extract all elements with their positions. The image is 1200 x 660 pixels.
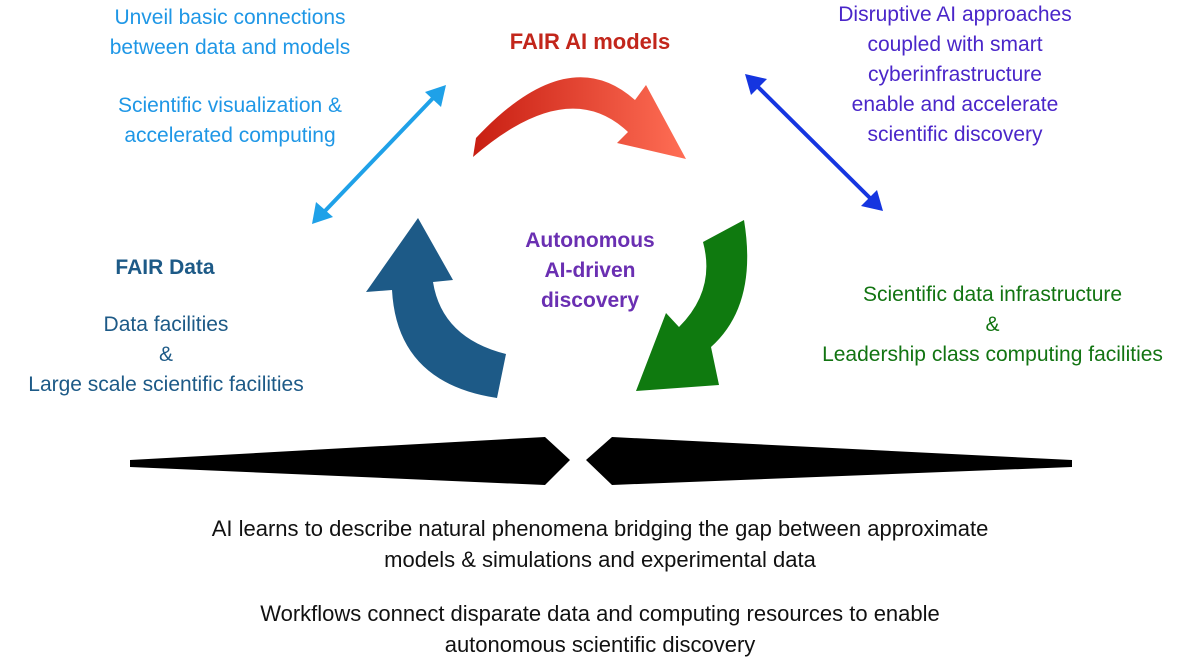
bottom-paragraph-2-line-1: Workflows connect disparate data and com… bbox=[260, 601, 940, 626]
top-left-subcaption: Scientific visualization & accelerated c… bbox=[70, 91, 390, 151]
green-cycle-arrow bbox=[636, 220, 748, 391]
bottom-paragraph-1-line-1: AI learns to describe natural phenomena … bbox=[211, 516, 989, 541]
center-label: Autonomous AI-driven discovery bbox=[490, 226, 690, 316]
top-left-line-3: Scientific visualization & bbox=[117, 94, 343, 117]
right-line-3: Leadership class computing facilities bbox=[822, 343, 1163, 366]
top-left-line-1: Unveil basic connections bbox=[114, 6, 346, 29]
bottom-paragraph-2: Workflows connect disparate data and com… bbox=[100, 598, 1100, 660]
bridge-right-wedge bbox=[586, 437, 1072, 485]
bottom-paragraph-2-line-2: autonomous scientific discovery bbox=[444, 632, 756, 657]
right-line-2: & bbox=[985, 313, 1000, 336]
fair-data-heading: FAIR Data bbox=[115, 256, 215, 279]
top-right-caption: Disruptive AI approaches coupled with sm… bbox=[805, 0, 1105, 150]
bridge-left-wedge bbox=[130, 437, 570, 485]
top-right-line-3: cyberinfrastructure bbox=[868, 63, 1042, 86]
top-left-line-2: between data and models bbox=[109, 36, 351, 59]
fair-ai-models-heading: FAIR AI models bbox=[509, 29, 671, 54]
right-line-1: Scientific data infrastructure bbox=[862, 283, 1123, 306]
fair-data-line-1: Data facilities bbox=[103, 313, 229, 336]
right-caption: Scientific data infrastructure & Leaders… bbox=[785, 280, 1200, 370]
top-right-line-4: enable and accelerate bbox=[851, 93, 1059, 116]
top-right-line-1: Disruptive AI approaches bbox=[838, 3, 1072, 26]
fair-data-line-3: Large scale scientific facilities bbox=[28, 373, 304, 396]
fair-data-caption: Data facilities & Large scale scientific… bbox=[0, 310, 332, 400]
fair-data-line-2: & bbox=[158, 343, 173, 366]
top-right-line-2: coupled with smart bbox=[867, 33, 1043, 56]
bottom-paragraph-1: AI learns to describe natural phenomena … bbox=[100, 513, 1100, 575]
bottom-paragraph-1-line-2: models & simulations and experimental da… bbox=[384, 547, 816, 572]
center-label-line-2: AI-driven bbox=[544, 259, 636, 282]
top-left-caption: Unveil basic connections between data an… bbox=[70, 3, 390, 63]
top-right-line-5: scientific discovery bbox=[867, 123, 1043, 146]
center-label-line-3: discovery bbox=[540, 289, 640, 312]
blue-cycle-arrow bbox=[366, 218, 506, 398]
top-left-line-4: accelerated computing bbox=[124, 124, 336, 147]
center-label-line-1: Autonomous bbox=[525, 229, 655, 252]
red-cycle-arrow bbox=[473, 77, 686, 159]
light-blue-double-arrow bbox=[312, 85, 446, 224]
dark-blue-double-arrow bbox=[745, 74, 883, 211]
